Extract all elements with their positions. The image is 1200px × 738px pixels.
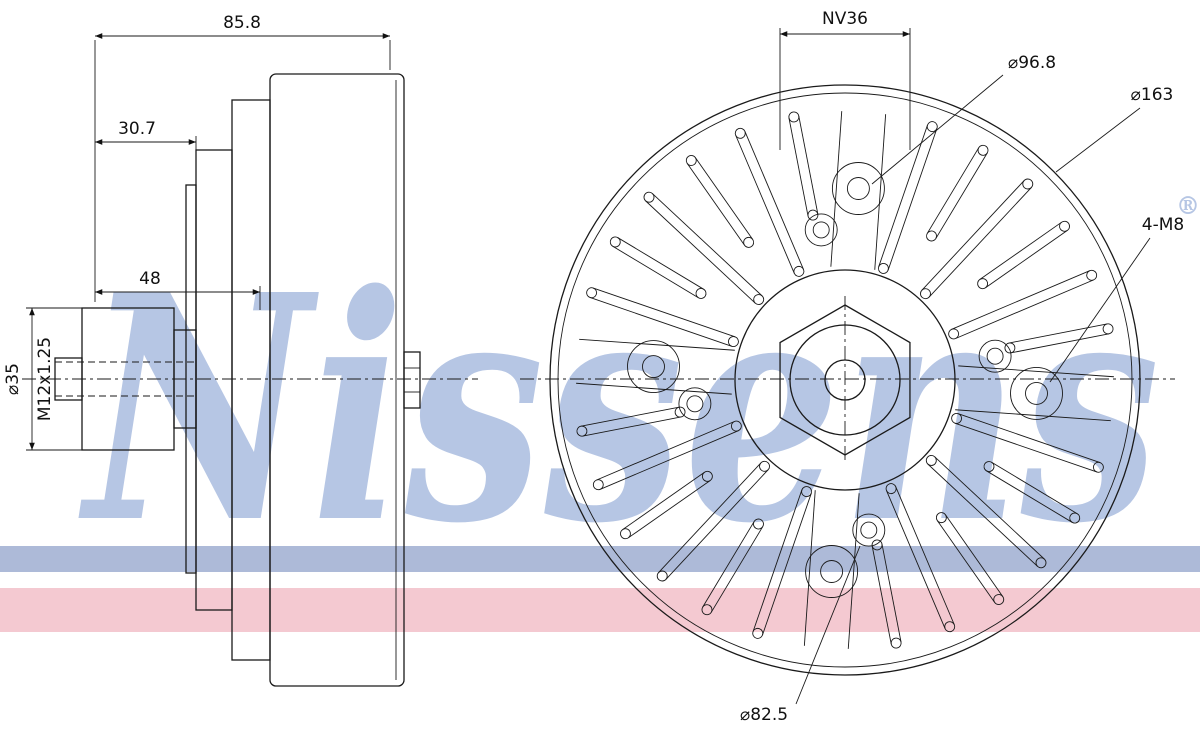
boss-circle-small (804, 213, 838, 247)
dim-front-width: 30.7 (118, 119, 156, 139)
watermark-text: Nissens (77, 228, 1160, 592)
dim-overall-width: 85.8 (223, 13, 261, 33)
boss-circle (805, 545, 859, 598)
dim-shaft-length: 48 (139, 269, 161, 289)
rear-pilot-stub (403, 351, 421, 409)
leader-line (795, 545, 861, 705)
bolt-hole-small (812, 221, 830, 239)
boss-circle (627, 340, 680, 394)
dim-thread-spec: M12x1.25 (35, 337, 55, 421)
cooling-slot (787, 110, 820, 222)
bolt-hole-small (686, 395, 704, 413)
inner-rim-circle (557, 92, 1133, 668)
side-view: 85.8 30.7 48 ⌀35 M12x1.25 (3, 13, 478, 687)
bolt-hole-small (986, 347, 1004, 365)
mounting-bosses (627, 162, 1063, 598)
dim-hex-size: NV36 (822, 9, 868, 29)
bolt-hole-small (860, 521, 878, 539)
leader-line (1049, 237, 1151, 383)
dim-bolt-circle-diameter: ⌀96.8 (1008, 53, 1056, 73)
bolt-hole (846, 177, 870, 200)
bolt-hole (642, 355, 665, 379)
front-view: NV36 ⌀96.8 ⌀163 4-M8 ⌀82.5 (520, 9, 1184, 725)
boss-circle-small (678, 387, 712, 421)
hub (734, 269, 956, 491)
bolt-hole (820, 560, 844, 583)
hub-outer-circle (734, 269, 956, 491)
dim-outer-diameter: ⌀163 (1131, 85, 1174, 105)
decor-stripe-blue (0, 546, 1200, 572)
dim-hub-diameter: ⌀82.5 (740, 705, 788, 725)
bolt-hole (1025, 381, 1048, 405)
boss-circle-small (978, 339, 1012, 373)
outer-rim-circle (549, 84, 1141, 676)
boss-circle (1010, 366, 1063, 420)
leader-line (871, 74, 1004, 185)
hub-bore-circle (789, 324, 901, 436)
hub-hexagon (779, 304, 911, 456)
registered-trademark-icon: ® (1176, 191, 1200, 220)
leader-line (1055, 107, 1141, 173)
decor-stripe-pink (0, 588, 1200, 632)
dim-bolt-spec: 4-M8 (1142, 215, 1184, 235)
dim-shaft-diameter: ⌀35 (3, 363, 23, 395)
boss-circle (831, 162, 885, 215)
center-hole (824, 359, 866, 401)
boss-circle-small (852, 513, 886, 547)
